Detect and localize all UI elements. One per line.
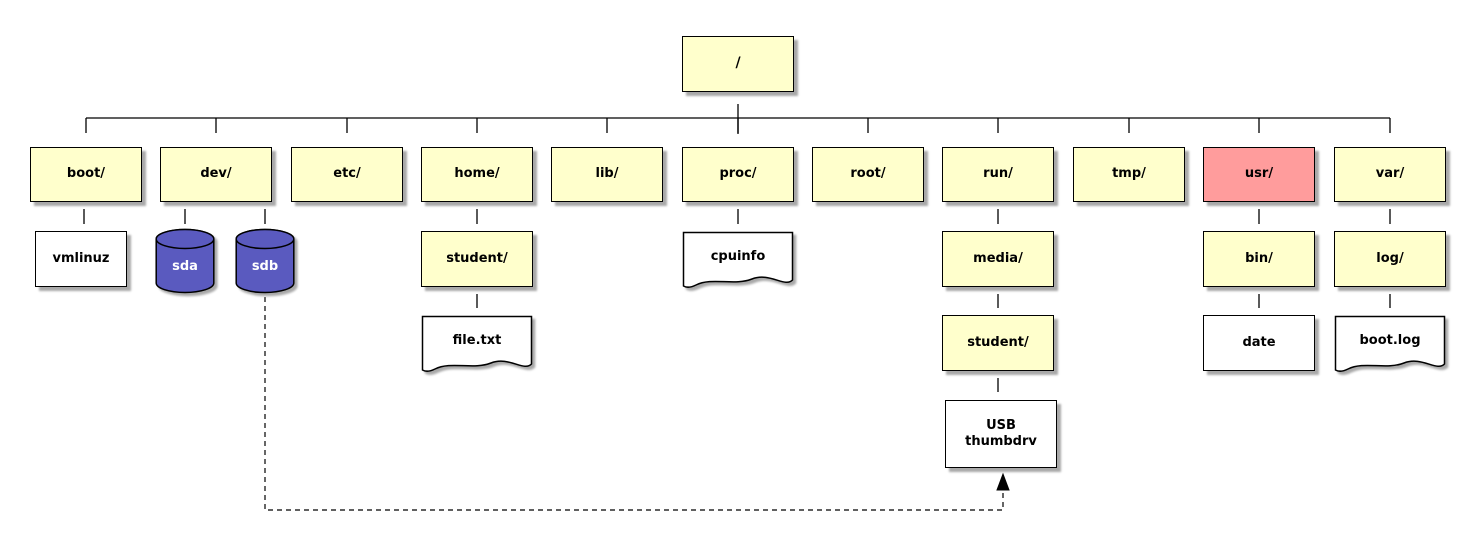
- node-label: date: [1242, 334, 1276, 350]
- node-label: boot.log: [1359, 332, 1421, 348]
- document-shape-icon: [421, 315, 533, 372]
- node-media-student: student/: [942, 315, 1054, 371]
- node-label: tmp/: [1112, 166, 1146, 182]
- node-label: USB thumbdrv: [965, 417, 1037, 449]
- node-label: boot/: [66, 166, 106, 182]
- node-usr-highlighted: usr/: [1203, 147, 1315, 202]
- node-root-home: root/: [812, 147, 924, 202]
- node-file-txt: file.txt: [421, 315, 533, 377]
- node-bin: bin/: [1203, 231, 1315, 287]
- node-label: var/: [1375, 166, 1405, 182]
- node-boot-log: boot.log: [1334, 315, 1446, 377]
- node-label: usr/: [1244, 166, 1274, 182]
- node-label: cpuinfo: [710, 248, 766, 264]
- document-shape-icon: [1334, 315, 1446, 372]
- arrowhead-up-icon: [996, 472, 1010, 491]
- node-vmlinuz: vmlinuz: [35, 231, 127, 287]
- node-proc: proc/: [682, 147, 794, 202]
- node-date: date: [1203, 315, 1315, 371]
- node-label: media/: [973, 250, 1023, 266]
- node-cpuinfo: cpuinfo: [682, 231, 794, 293]
- node-label: proc/: [719, 166, 757, 182]
- node-label: sdb: [251, 258, 279, 274]
- node-label: /: [735, 55, 741, 72]
- node-label: home/: [454, 166, 500, 182]
- node-label: dev/: [200, 166, 232, 182]
- sdb-to-usb-dashed-link: [264, 297, 1010, 511]
- node-label: lib/: [595, 166, 619, 182]
- node-boot: boot/: [30, 147, 142, 202]
- node-disk-sda: sda: [155, 228, 215, 294]
- solid-tree-lines: [83, 104, 1391, 392]
- document-shape-icon: [682, 231, 794, 288]
- node-run: run/: [942, 147, 1054, 202]
- node-home: home/: [421, 147, 533, 202]
- node-etc: etc/: [291, 147, 403, 202]
- node-label: run/: [983, 166, 1013, 182]
- node-home-student: student/: [421, 231, 533, 287]
- node-log: log/: [1334, 231, 1446, 287]
- node-disk-sdb: sdb: [235, 228, 295, 294]
- node-label: student/: [967, 334, 1029, 350]
- node-tmp: tmp/: [1073, 147, 1185, 202]
- node-label: file.txt: [452, 332, 502, 348]
- node-label: log/: [1376, 250, 1404, 266]
- node-usb-thumbdrv: USB thumbdrv: [945, 400, 1057, 468]
- node-lib: lib/: [551, 147, 663, 202]
- node-label: vmlinuz: [52, 250, 110, 266]
- node-label: root/: [850, 166, 886, 182]
- node-label: sda: [172, 258, 198, 274]
- disk-cylinder-icon: [155, 228, 215, 294]
- node-label: etc/: [333, 166, 361, 182]
- node-dev: dev/: [160, 147, 272, 202]
- node-var: var/: [1334, 147, 1446, 202]
- node-media: media/: [942, 231, 1054, 287]
- node-root-directory: /: [682, 36, 794, 92]
- disk-cylinder-icon: [235, 228, 295, 294]
- node-label: student/: [446, 250, 508, 266]
- node-label: bin/: [1245, 250, 1273, 266]
